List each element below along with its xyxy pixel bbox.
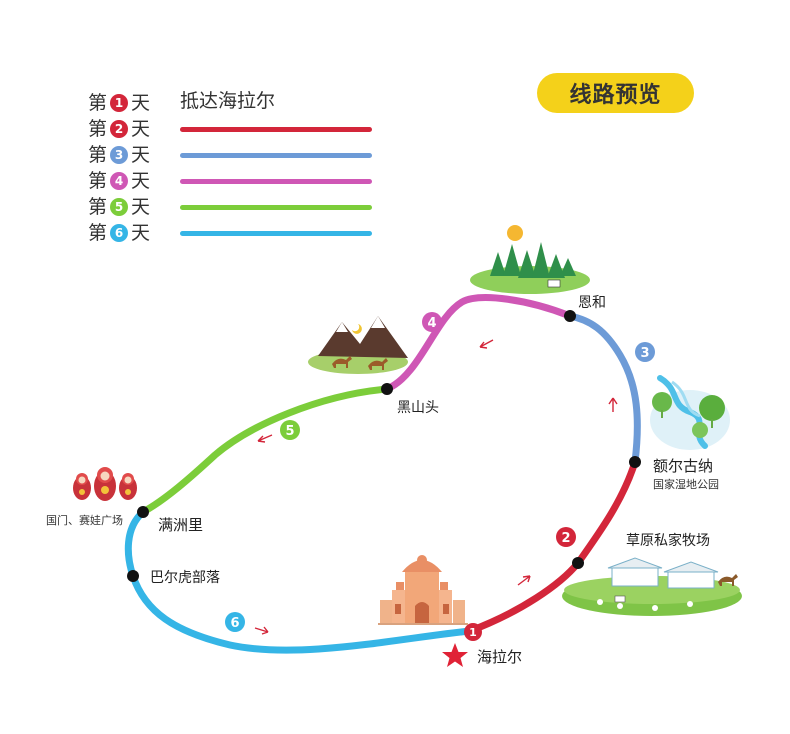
arrow-icon <box>608 397 618 412</box>
day-number-badge: 6 <box>110 224 129 242</box>
forest-icon <box>470 225 590 294</box>
legend-suffix: 天 <box>131 170 151 192</box>
route-preview-title: 线路预览 <box>537 73 694 113</box>
svg-text:4: 4 <box>427 316 436 331</box>
place-label-hailaer: 海拉尔 <box>477 648 523 666</box>
day-badge-2: 2 <box>556 527 576 547</box>
day-number-badge: 1 <box>110 94 129 112</box>
legend-prefix: 第 <box>88 144 108 166</box>
legend-label: 抵达海拉尔 <box>180 90 276 112</box>
place-label-caoyuan: 草原私家牧场 <box>626 533 710 549</box>
stop-eergunna <box>629 456 641 468</box>
legend-suffix: 天 <box>131 92 151 114</box>
legend-row-day-4: 第 4 天 <box>88 168 372 194</box>
svg-text:6: 6 <box>230 616 239 631</box>
legend-prefix: 第 <box>88 222 108 244</box>
legend-row-day-3: 第 3 天 <box>88 142 372 168</box>
route-day-3 <box>566 312 641 466</box>
start-star-icon <box>442 643 468 667</box>
legend-line-swatch <box>180 231 372 236</box>
legend-row-day-6: 第 6 天 <box>88 220 372 246</box>
wetland-icon <box>650 375 730 450</box>
day-number-badge: 3 <box>110 146 129 164</box>
place-sublabel-manzhouli: 国门、赛娃广场 <box>46 514 123 527</box>
day-number-badge: 4 <box>110 172 129 190</box>
legend-suffix: 天 <box>131 196 151 218</box>
stop-heishantou <box>381 383 393 395</box>
arrow-icon <box>254 626 269 635</box>
stop-dots <box>127 310 641 582</box>
arrow-icon <box>257 434 273 443</box>
place-label-manzhouli: 满洲里 <box>158 516 204 534</box>
day-badges: 1 2 3 4 5 6 <box>225 312 655 641</box>
arrow-icon <box>479 339 494 349</box>
stop-baerhu <box>127 570 139 582</box>
day-badge-4: 4 <box>422 312 442 332</box>
route-day-6 <box>124 508 474 654</box>
route-day-5 <box>139 385 391 516</box>
day-badge-3: 3 <box>635 342 655 362</box>
castle-icon <box>378 555 468 625</box>
legend-line-swatch <box>180 153 372 158</box>
legend-prefix: 第 <box>88 92 108 114</box>
legend-line-swatch <box>180 179 372 184</box>
ranch-icon <box>562 557 742 616</box>
svg-text:2: 2 <box>561 531 570 546</box>
svg-text:3: 3 <box>640 346 649 361</box>
matryoshka-icon <box>73 467 137 501</box>
day-number-badge: 2 <box>110 120 129 138</box>
place-label-heishantou: 黑山头 <box>397 400 439 416</box>
legend-row-day-2: 第 2 天 <box>88 116 372 142</box>
place-label-enhe: 恩和 <box>578 295 606 311</box>
arrow-icon <box>517 575 531 586</box>
legend-prefix: 第 <box>88 196 108 218</box>
place-sublabel-eergunna: 国家湿地公园 <box>653 478 719 491</box>
legend: 第 1 天 抵达海拉尔 第 2 天 第 3 天 第 4 天 第 5 天 第 6 … <box>88 90 372 246</box>
day-badge-6: 6 <box>225 612 245 632</box>
stop-manzhouli <box>137 506 149 518</box>
legend-suffix: 天 <box>131 144 151 166</box>
svg-text:1: 1 <box>469 626 477 639</box>
legend-line-swatch <box>180 127 372 132</box>
svg-text:5: 5 <box>285 424 294 439</box>
legend-prefix: 第 <box>88 170 108 192</box>
direction-arrows <box>254 339 618 635</box>
mountain-horse-icon <box>308 316 408 374</box>
legend-row-day-5: 第 5 天 <box>88 194 372 220</box>
stop-caoyuan <box>572 557 584 569</box>
route-day-4 <box>383 294 574 393</box>
place-label-eergunna: 额尔古纳 <box>653 457 714 475</box>
legend-line-swatch <box>180 205 372 210</box>
day-badge-1: 1 <box>464 623 482 641</box>
legend-suffix: 天 <box>131 118 151 140</box>
place-label-baerhu: 巴尔虎部落 <box>150 570 220 586</box>
legend-prefix: 第 <box>88 118 108 140</box>
stop-enhe <box>564 310 576 322</box>
day-badge-5: 5 <box>280 420 300 440</box>
day-number-badge: 5 <box>110 198 129 216</box>
legend-suffix: 天 <box>131 222 151 244</box>
legend-row-day-1: 第 1 天 抵达海拉尔 <box>88 90 275 116</box>
